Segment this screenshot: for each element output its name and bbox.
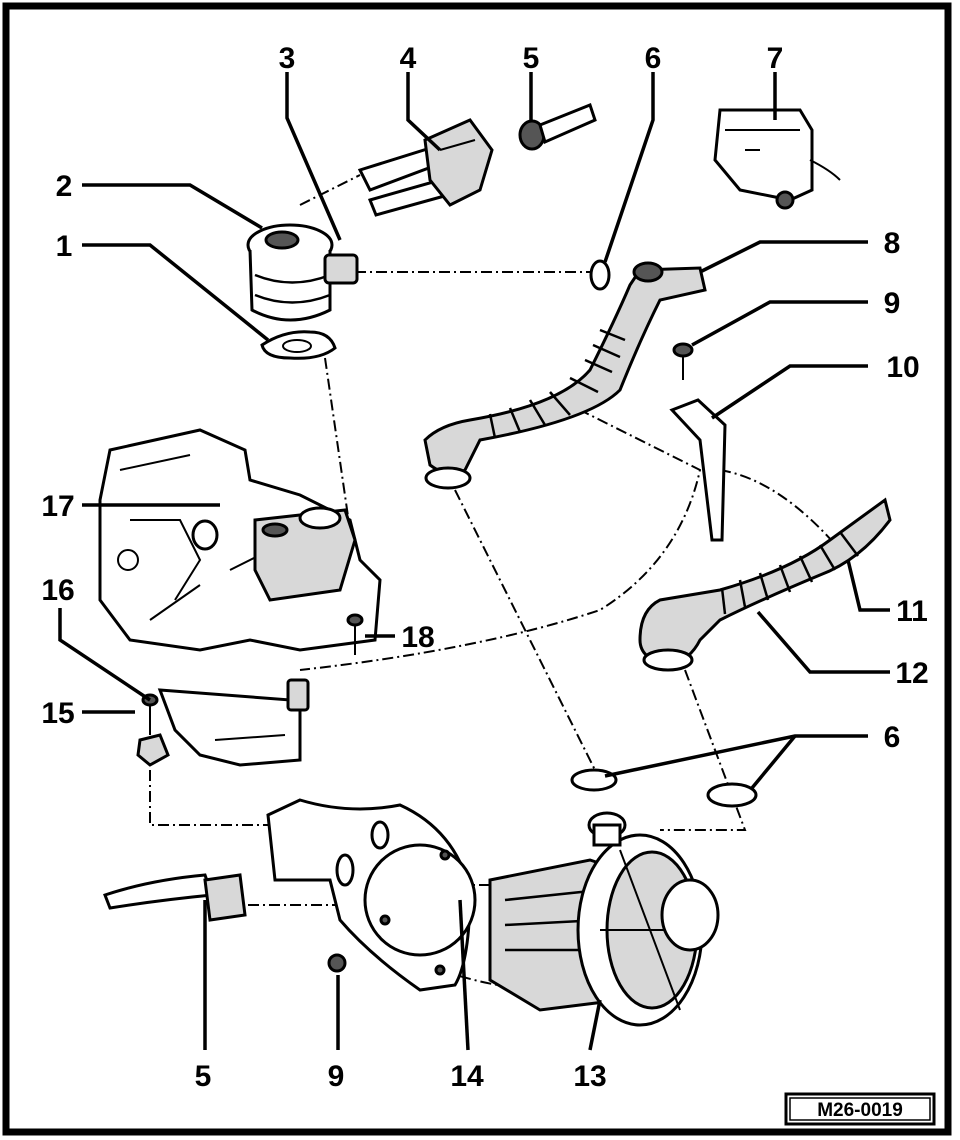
part-2-combination-valve: [246, 223, 359, 322]
reference-code-box: M26-0019: [784, 1092, 936, 1126]
callout-15: 15: [41, 697, 74, 730]
callout-16: 16: [41, 574, 74, 607]
callout-5-lower: 5: [195, 1060, 212, 1093]
callout-5: 5: [523, 42, 540, 75]
part-6-seals-lower: [570, 768, 758, 808]
callout-labels: 3 4 5 6 7 2 1 8 9 10 11 12 6 17 16 15 18…: [41, 42, 928, 1093]
part-6-seal-top: [589, 259, 611, 291]
part-9-screw-lower: [327, 953, 347, 973]
part-8-upper-hose: [423, 261, 707, 490]
callout-18: 18: [401, 621, 434, 654]
callout-6-lower: 6: [884, 721, 901, 754]
part-5-connector-lower: [103, 873, 247, 922]
part-12-lower-hose: [638, 497, 892, 672]
part-15-bolt-nut: [136, 693, 170, 767]
callout-9-lower: 9: [328, 1060, 345, 1093]
callout-9: 9: [884, 287, 901, 320]
callout-7: 7: [767, 42, 784, 75]
callout-3: 3: [279, 42, 296, 75]
part-18-bolt: [346, 613, 364, 655]
reference-code: M26-0019: [817, 1100, 903, 1121]
callout-14: 14: [450, 1060, 484, 1093]
part-13-air-pump: [488, 811, 720, 1027]
part-5-connector-top: [518, 103, 597, 151]
leader-lines: [58, 72, 890, 1051]
callout-8: 8: [884, 227, 901, 260]
part-14-pump-bracket: [266, 798, 477, 992]
callout-2: 2: [56, 170, 73, 203]
callout-13: 13: [573, 1060, 606, 1093]
callout-11: 11: [896, 595, 928, 628]
part-17-sensor: [191, 519, 219, 551]
callout-12: 12: [895, 657, 928, 690]
part-16-bracket: [157, 678, 310, 767]
part-9-screw-top: [672, 342, 694, 380]
callout-4: 4: [400, 42, 417, 75]
part-10-bracket: [669, 398, 727, 542]
callout-1: 1: [56, 230, 73, 263]
part-1-gasket: [260, 330, 337, 360]
engine-cylinder-head-section: [98, 428, 382, 652]
callout-10: 10: [886, 351, 919, 384]
part-7-relay: [713, 108, 841, 210]
callout-6: 6: [645, 42, 662, 75]
callout-17: 17: [41, 490, 74, 523]
part-4-valve-hoses: [357, 118, 494, 217]
